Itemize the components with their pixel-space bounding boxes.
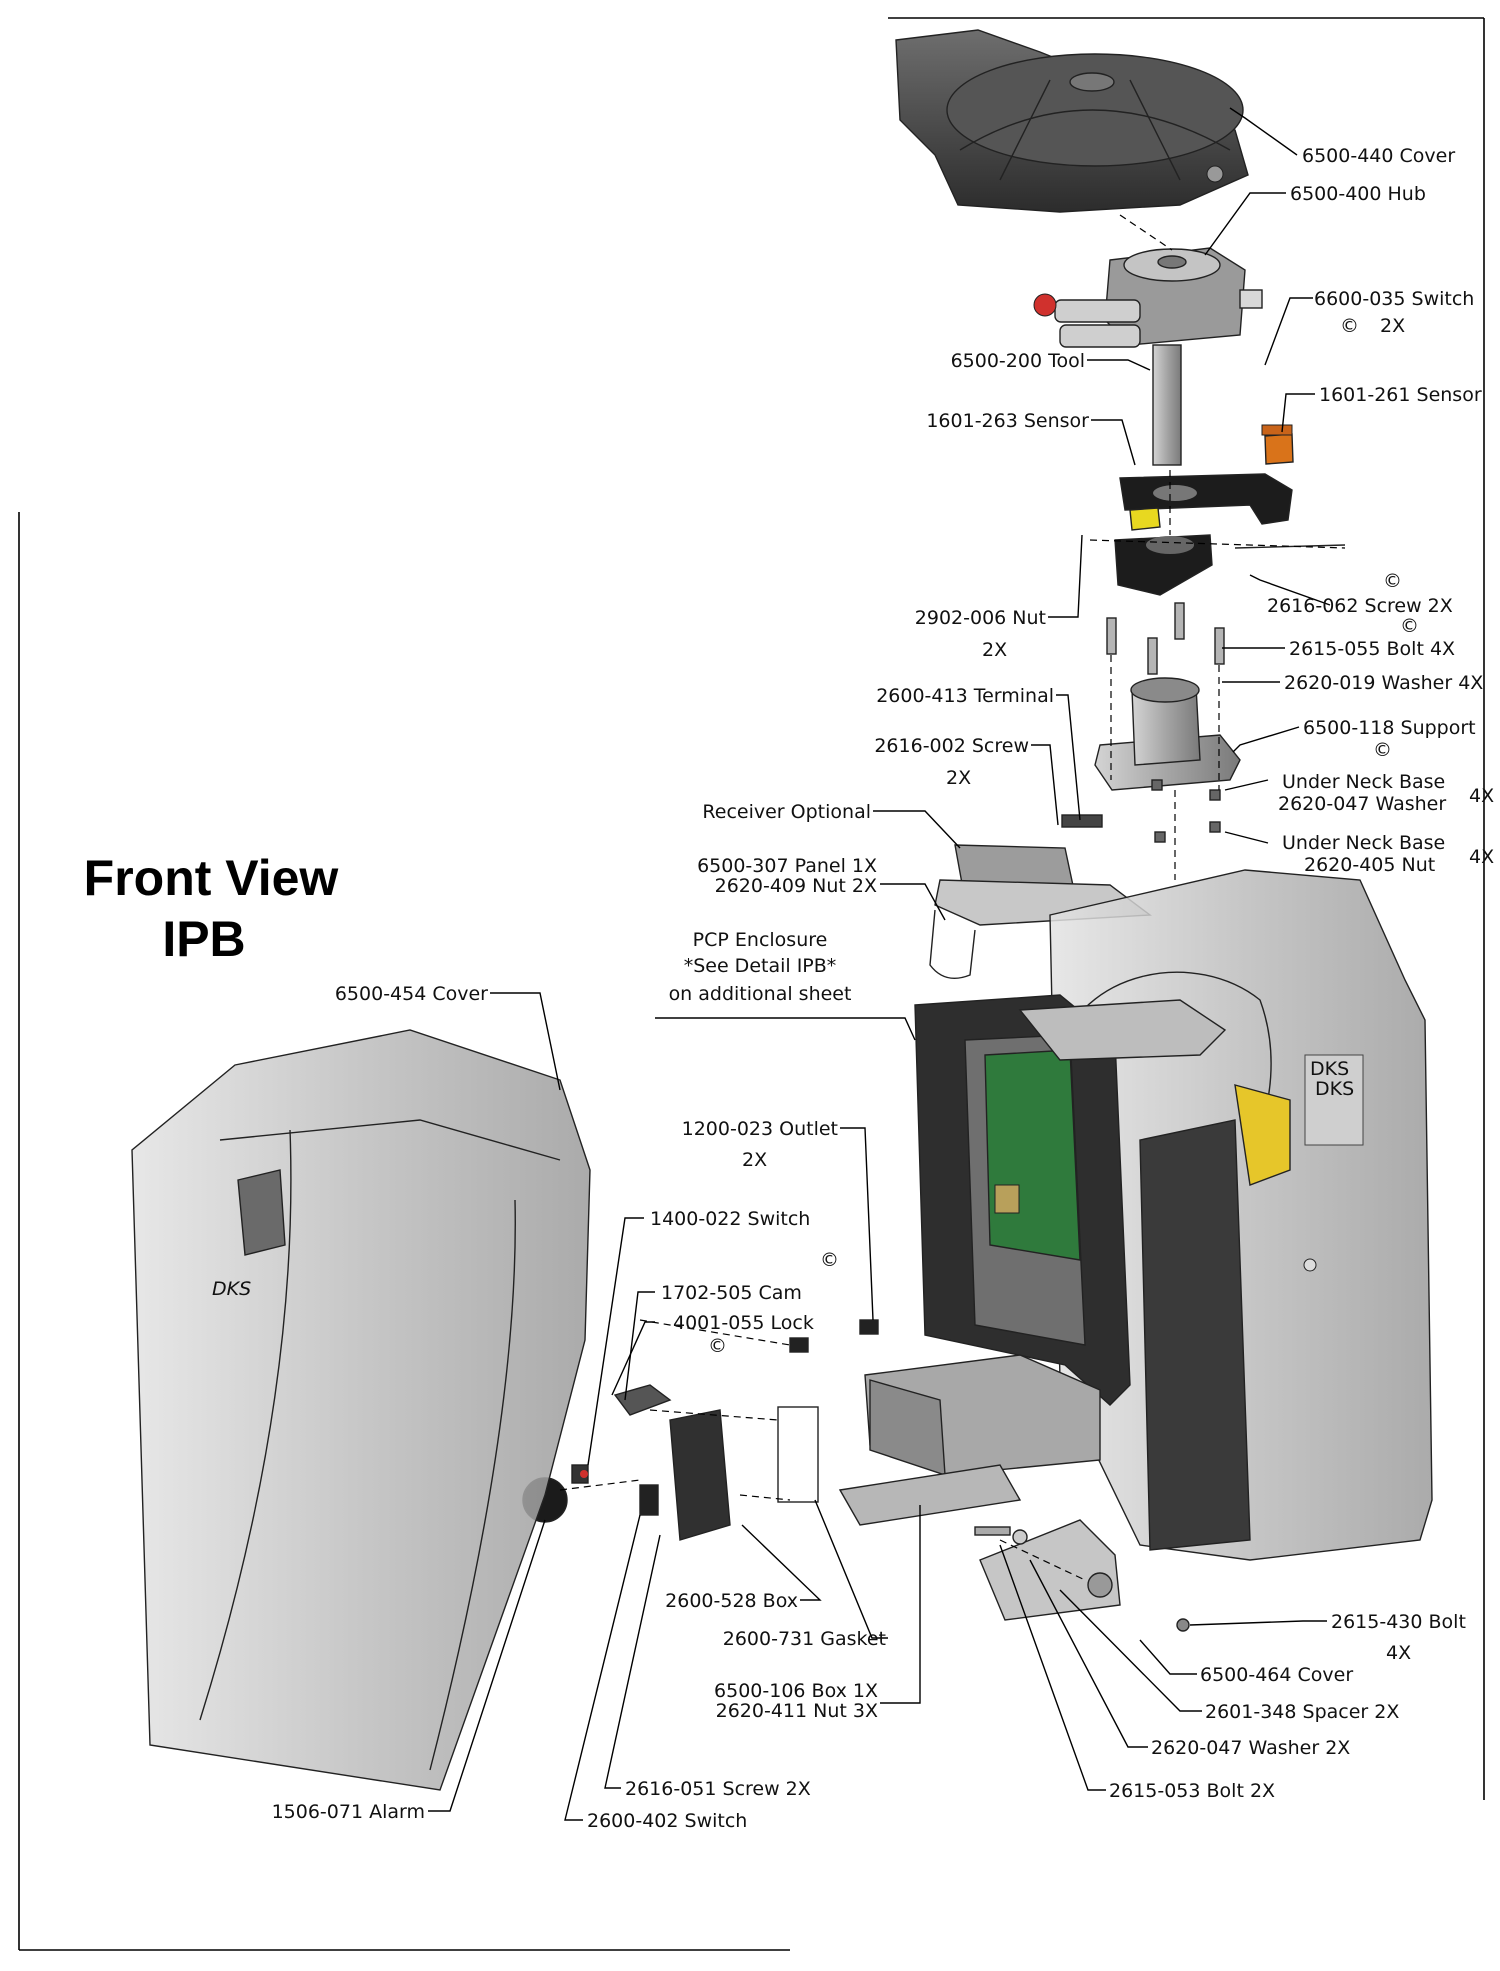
callout-receiver-optional: Receiver Optional [702, 801, 871, 823]
callout-2616-062-screw: 2616-062 Screw 2X [1267, 595, 1453, 617]
callout-1400-022-switch: 1400-022 Switch [650, 1208, 810, 1230]
callout-2616-002-qty: 2X [946, 767, 971, 789]
callout-pcp-enclosure-line3: on additional sheet [669, 983, 852, 1005]
callout-1200-023-qty: 2X [742, 1149, 767, 1171]
common-symbol: © [1383, 570, 1402, 592]
front-cover-illustration: DKS [131, 1029, 591, 1791]
callout-6600-035-qty: 2X [1380, 315, 1405, 337]
callout-1200-023-outlet: 1200-023 Outlet [682, 1118, 838, 1140]
callout-under-neck-base-nut-qty: 4X [1469, 846, 1494, 868]
callout-2600-402-switch: 2600-402 Switch [587, 1810, 747, 1832]
callout-6600-035-switch: 6600-035 Switch [1314, 288, 1474, 310]
common-symbols: © © © © © © [708, 315, 1419, 1357]
callout-2620-047-washer: 2620-047 Washer 2X [1151, 1737, 1350, 1759]
callout-2600-528-box: 2600-528 Box [665, 1590, 798, 1612]
callout-6500-106-box: 6500-106 Box 1X [714, 1680, 878, 1702]
callout-6500-464-cover: 6500-464 Cover [1200, 1664, 1353, 1686]
callout-under-neck-base-washer-line1: Under Neck Base [1282, 771, 1445, 793]
pcp-logo-text: DKS [1315, 1078, 1354, 1100]
callout-2600-413-terminal: 2600-413 Terminal [876, 685, 1054, 707]
callout-6500-307-panel: 6500-307 Panel 1X [697, 855, 877, 877]
title-line-front-view: Front View [84, 850, 339, 906]
callout-2902-006-qty: 2X [982, 639, 1007, 661]
front-cover-logo-text: DKS [212, 1278, 251, 1300]
callout-2615-430-qty: 4X [1386, 1642, 1411, 1664]
callout-under-neck-base-nut-line1: Under Neck Base [1282, 832, 1445, 854]
callout-1506-071-alarm: 1506-071 Alarm [272, 1801, 425, 1823]
bolts-support-illustration [1061, 602, 1241, 843]
callout-2615-053-bolt: 2615-053 Bolt 2X [1109, 1780, 1275, 1802]
pcp-enclosure-illustration: DKS [914, 994, 1354, 1406]
callout-pcp-enclosure-line2: *See Detail IPB* [684, 955, 837, 977]
callout-under-neck-base-washer-line2: 2620-047 Washer [1278, 793, 1446, 815]
common-symbol: © [1373, 739, 1392, 761]
callout-6500-440-cover: 6500-440 Cover [1302, 145, 1455, 167]
callout-labels: 6500-440 Cover 6500-400 Hub 6600-035 Swi… [272, 145, 1495, 1832]
callout-2902-006-nut: 2902-006 Nut [915, 607, 1046, 629]
callout-1601-261-sensor: 1601-261 Sensor [1319, 384, 1482, 406]
common-symbol: © [1400, 615, 1419, 637]
callout-4001-055-lock: 4001-055 Lock [673, 1312, 814, 1334]
callout-2600-731-gasket: 2600-731 Gasket [723, 1628, 886, 1650]
callout-6500-200-tool: 6500-200 Tool [951, 350, 1085, 372]
top-cover-illustration [895, 29, 1249, 213]
view-title: Front View IPB [84, 850, 339, 967]
callout-2620-019-washer: 2620-019 Washer 4X [1284, 672, 1483, 694]
drawing-border [18, 17, 1485, 1951]
parts-illustration: DKS DKS [131, 29, 1433, 1791]
callout-2616-051-screw: 2616-051 Screw 2X [625, 1778, 811, 1800]
callout-2615-055-bolt: 2615-055 Bolt 4X [1289, 638, 1455, 660]
leader-lines [428, 107, 1346, 1821]
common-symbol: © [1340, 315, 1359, 337]
callout-2601-348-spacer: 2601-348 Spacer 2X [1205, 1701, 1399, 1723]
callout-under-neck-base-washer-qty: 4X [1469, 785, 1494, 807]
callout-1702-505-cam: 1702-505 Cam [661, 1282, 802, 1304]
callout-6500-118-support: 6500-118 Support [1303, 717, 1476, 739]
common-symbol: © [708, 1335, 727, 1357]
callout-6500-454-cover: 6500-454 Cover [335, 983, 488, 1005]
callout-2616-002-screw: 2616-002 Screw [874, 735, 1029, 757]
callout-under-neck-base-nut-line2: 2620-405 Nut [1304, 854, 1435, 876]
callout-2620-409-nut: 2620-409 Nut 2X [715, 875, 877, 897]
callout-pcp-enclosure-line1: PCP Enclosure [693, 929, 828, 951]
sensor-bracket-illustration [1114, 424, 1346, 596]
common-symbol: © [820, 1249, 839, 1271]
callout-6500-400-hub: 6500-400 Hub [1290, 183, 1426, 205]
hub-illustration [1033, 247, 1263, 466]
title-line-ipb: IPB [162, 911, 245, 967]
outlet-box-illustration [789, 1319, 1101, 1526]
callout-1601-263-sensor: 1601-263 Sensor [926, 410, 1089, 432]
callout-2615-430-bolt: 2615-430 Bolt [1331, 1611, 1466, 1633]
housing-logo-text: DKS [1310, 1058, 1349, 1080]
callout-2620-411-nut: 2620-411 Nut 3X [716, 1700, 878, 1722]
bottom-bracket-illustration [974, 1519, 1190, 1632]
